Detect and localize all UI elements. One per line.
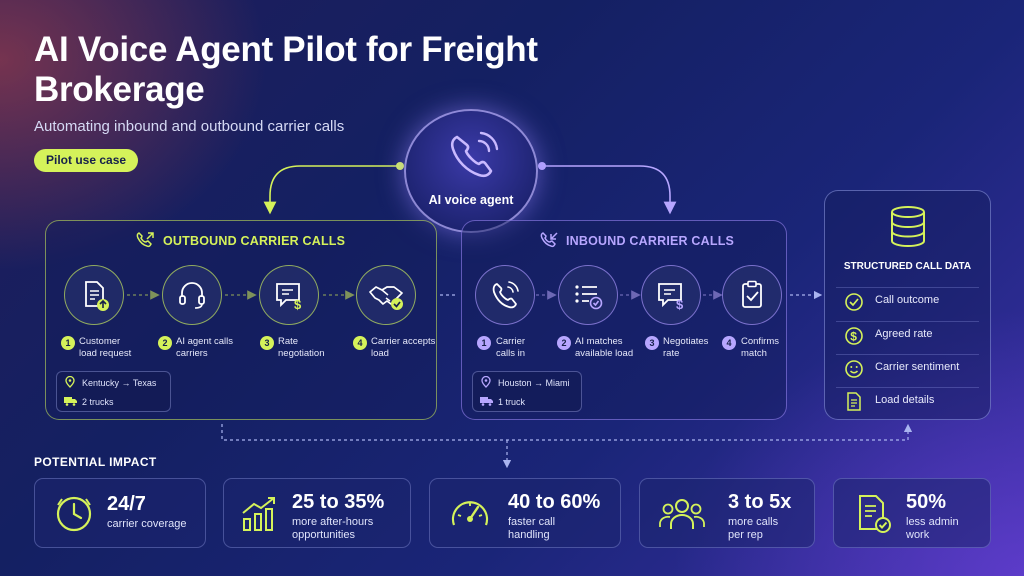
phone-ringing-icon — [450, 131, 499, 178]
headset-icon — [179, 282, 205, 309]
data-item-call-outcome: Call outcome — [836, 287, 979, 314]
page-subtitle: Automating inbound and outbound carrier … — [34, 118, 345, 135]
chat-dollar-icon: $ — [276, 283, 302, 312]
outbound-step-2-node — [162, 265, 222, 325]
document-upload-icon — [85, 281, 109, 311]
database-icon — [891, 206, 925, 247]
check-circle-icon — [845, 293, 863, 311]
svg-text:$: $ — [850, 330, 857, 344]
inbound-step-3-node: $ — [641, 265, 701, 325]
impact-value: 24/7 — [107, 493, 146, 515]
impact-value: 25 to 35% — [292, 491, 385, 513]
location-pin-icon — [65, 376, 75, 388]
outbound-route: Kentucky → Texas — [82, 378, 157, 388]
outbound-step-number: 2 — [158, 336, 172, 350]
impact-desc: carrier coverage — [107, 518, 187, 530]
phone-incoming-icon — [540, 232, 558, 248]
dollar-circle-icon: $ — [845, 327, 863, 345]
outbound-heading: OUTBOUND CARRIER CALLS — [163, 234, 346, 248]
page-title: AI Voice Agent Pilot for Freight Brokera… — [34, 30, 538, 109]
outbound-step-number: 4 — [353, 336, 367, 350]
structured-call-data-heading: STRUCTURED CALL DATA — [843, 261, 972, 272]
svg-text:$: $ — [676, 297, 684, 312]
handshake-icon — [369, 286, 403, 310]
outbound-step-number: 1 — [61, 336, 75, 350]
data-item-carrier-sentiment: Carrier sentiment — [836, 354, 979, 381]
document-check-icon — [859, 495, 891, 533]
svg-text:$: $ — [294, 297, 302, 312]
outbound-step-1-node — [64, 265, 124, 325]
chat-dollar-icon: $ — [658, 283, 684, 312]
team-icon — [659, 499, 705, 529]
impact-card-coverage: 24/7 carrier coverage — [34, 478, 206, 548]
inbound-step-number: 4 — [722, 336, 736, 350]
impact-value: 40 to 60% — [508, 491, 601, 513]
speedometer-icon — [451, 501, 489, 526]
pilot-badge: Pilot use case — [34, 149, 139, 172]
data-item-load-details: Load details — [836, 387, 979, 414]
smile-icon — [845, 360, 863, 378]
outbound-trucks: 2 trucks — [82, 397, 114, 407]
impact-heading: POTENTIAL IMPACT — [34, 455, 157, 469]
growth-chart-icon — [242, 497, 275, 531]
outbound-step-number: 3 — [260, 336, 274, 350]
data-item-agreed-rate: $ Agreed rate — [836, 321, 979, 348]
inbound-step-number: 1 — [477, 336, 491, 350]
ai-voice-agent-label: AI voice agent — [428, 193, 514, 207]
location-pin-icon — [481, 376, 491, 388]
inbound-step-number: 2 — [557, 336, 571, 350]
document-icon — [847, 392, 861, 411]
ai-voice-agent-node — [404, 109, 538, 233]
clipboard-check-icon — [742, 280, 762, 308]
inbound-trucks: 1 truck — [498, 397, 526, 407]
impact-value: 50% — [906, 491, 947, 513]
inbound-heading: INBOUND CARRIER CALLS — [566, 234, 735, 248]
inbound-step-1-node — [475, 265, 535, 325]
list-check-icon — [575, 285, 603, 310]
phone-outgoing-icon — [136, 232, 154, 248]
inbound-step-2-node — [558, 265, 618, 325]
outbound-example-box — [56, 371, 171, 412]
inbound-step-number: 3 — [645, 336, 659, 350]
phone-icon — [492, 281, 519, 309]
truck-icon — [480, 397, 493, 406]
clock-icon — [56, 496, 92, 532]
outbound-step-4-node — [356, 265, 416, 325]
impact-value: 3 to 5x — [728, 491, 792, 513]
truck-icon — [64, 397, 77, 406]
inbound-route: Houston → Miami — [498, 378, 570, 388]
outbound-step-3-node: $ — [259, 265, 319, 325]
inbound-step-4-node — [722, 265, 782, 325]
